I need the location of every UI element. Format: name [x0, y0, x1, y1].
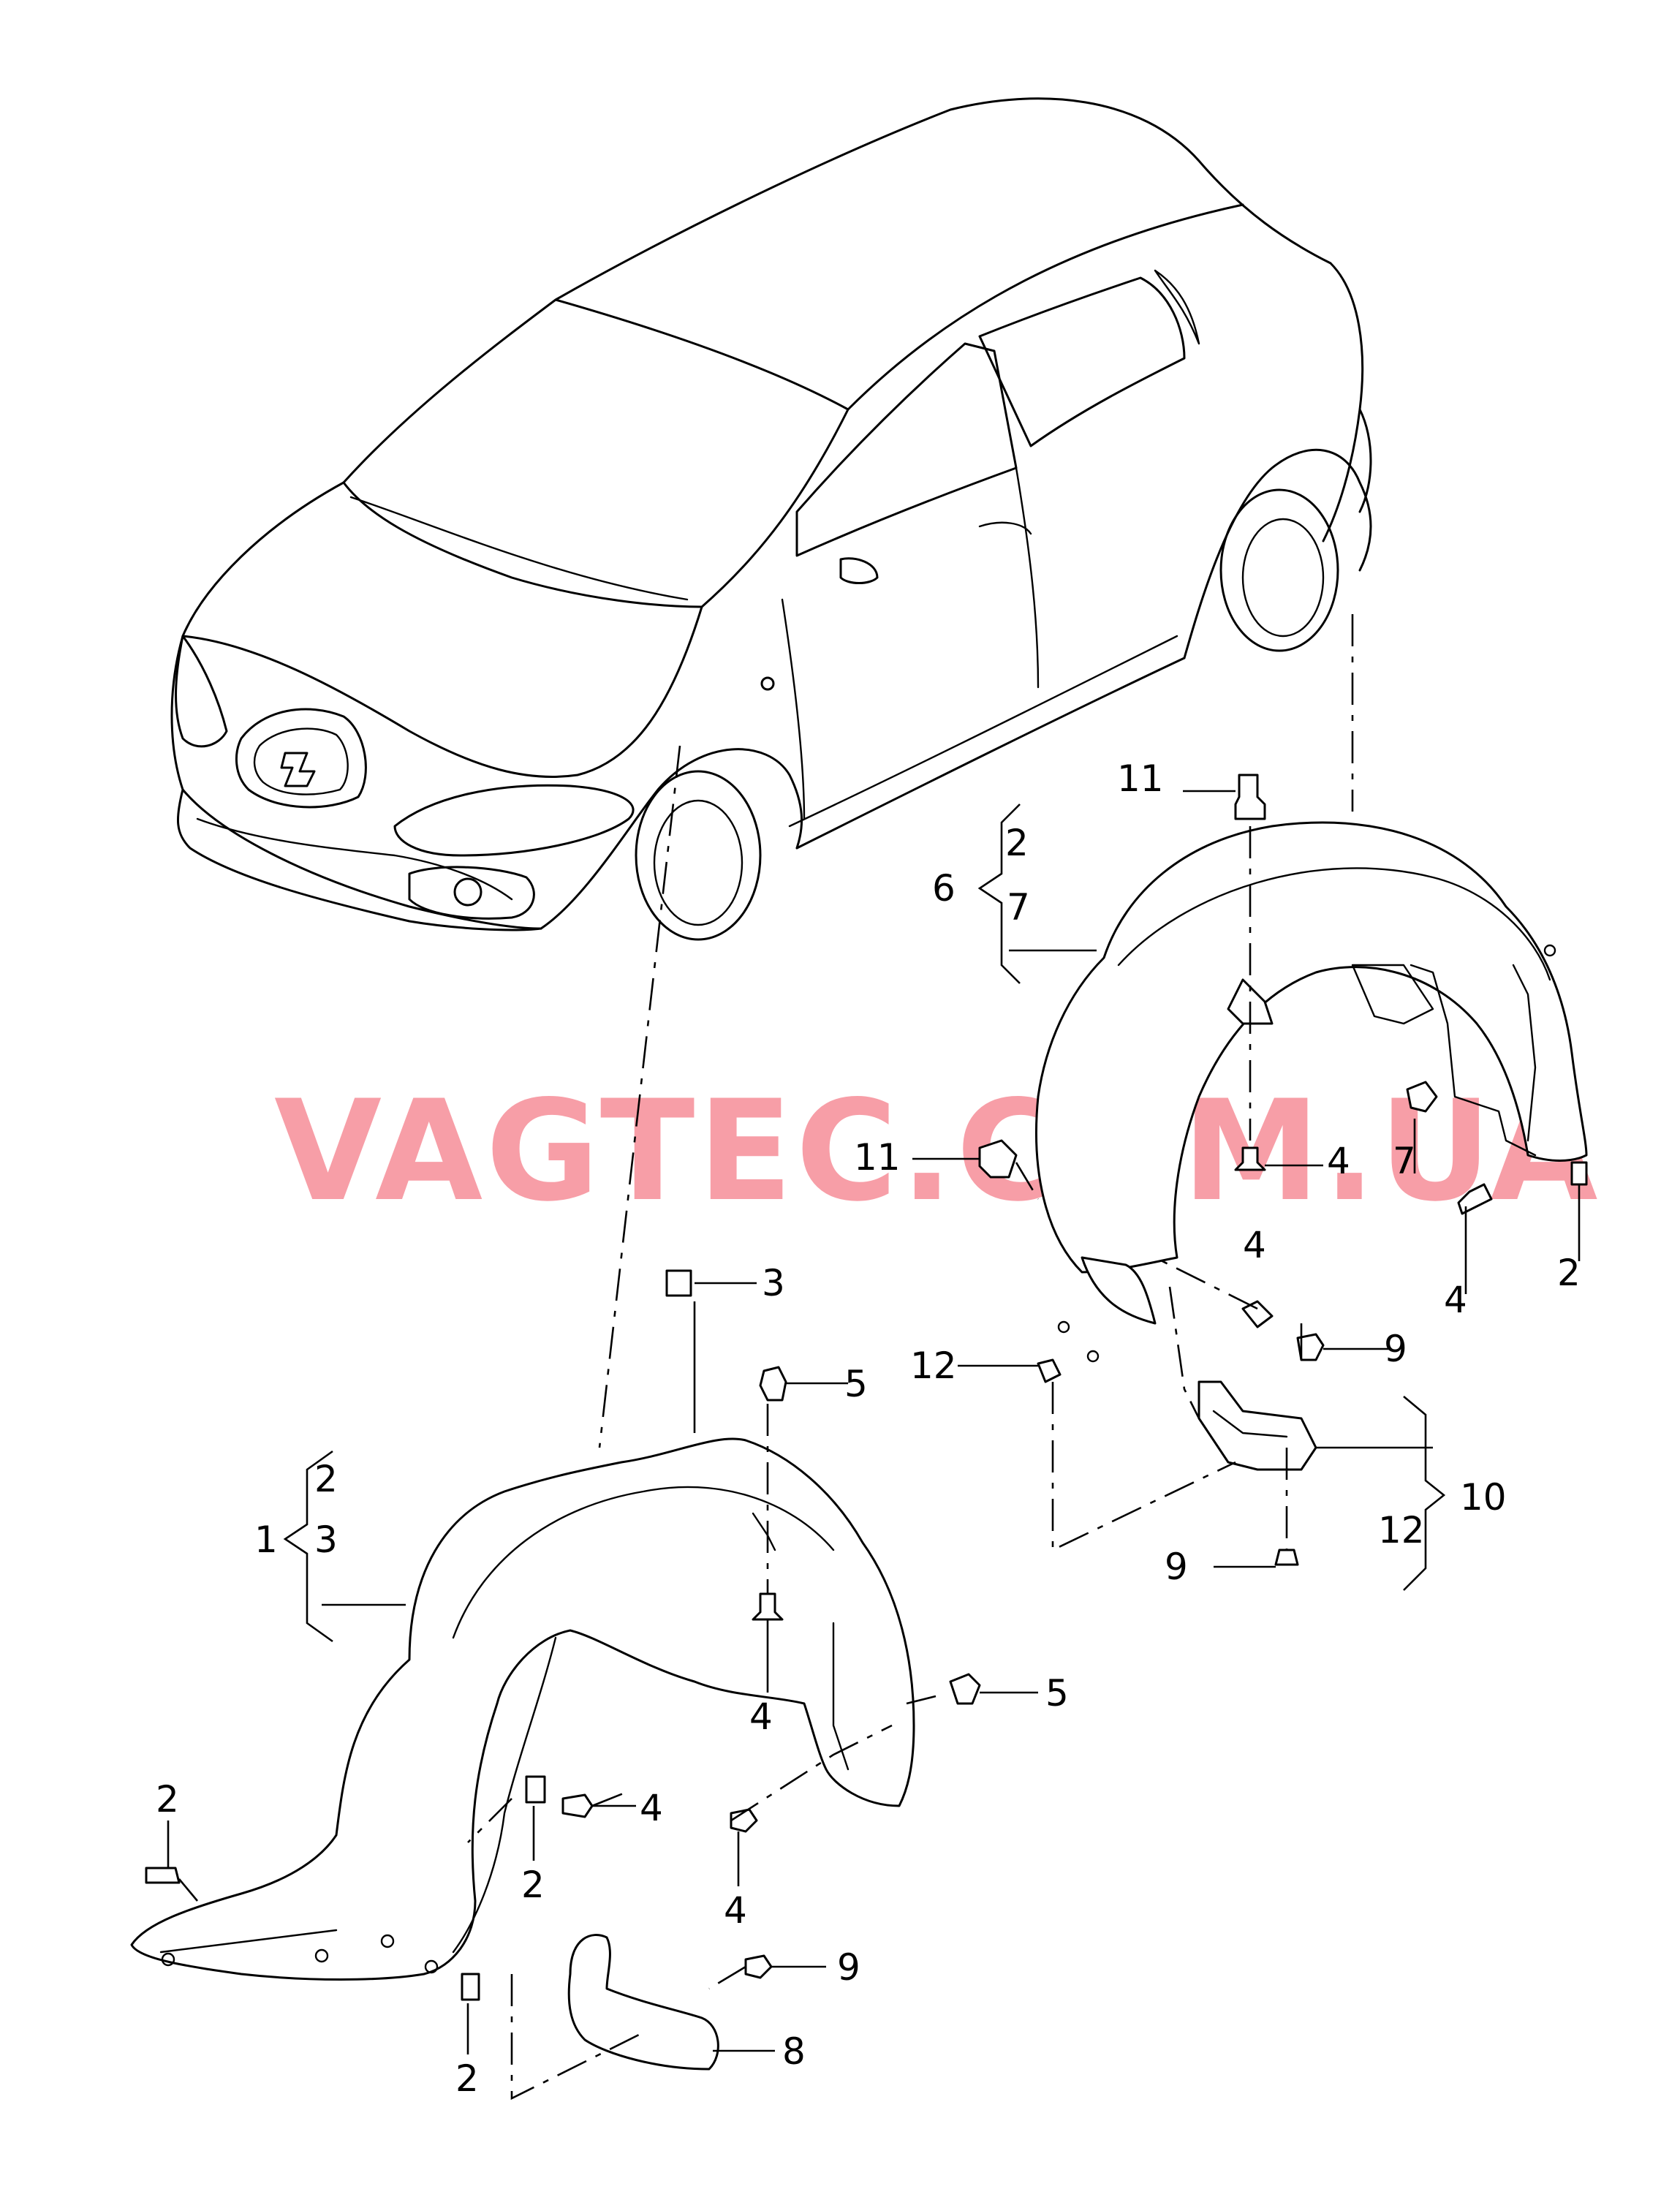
callout-4-front-left: 4 — [640, 1787, 663, 1829]
callout-10: 10 — [1460, 1476, 1507, 1519]
callout-4-right: 4 — [1444, 1279, 1467, 1321]
callout-5-front-right: 5 — [1045, 1672, 1069, 1714]
callout-2-top: 2 — [1005, 822, 1029, 864]
callout-2-front-bottom: 2 — [455, 2057, 479, 2100]
callout-1: 1 — [254, 1519, 278, 1561]
callout-7-top: 7 — [1007, 886, 1030, 929]
watermark-text: VAGTEC.COM.UA — [274, 1070, 1601, 1232]
callout-2-front-brace: 2 — [314, 1458, 338, 1500]
callout-3-top: 3 — [762, 1262, 785, 1304]
callout-9-rear-low: 9 — [1165, 1546, 1188, 1588]
callout-4-front-bottom: 4 — [724, 1889, 747, 1932]
callout-9-front: 9 — [837, 1946, 860, 1989]
callout-12-right: 12 — [1378, 1509, 1425, 1551]
callout-4-rear: 4 — [1243, 1224, 1266, 1266]
callout-2-front-left: 2 — [156, 1778, 179, 1821]
callout-2-front-clip: 2 — [521, 1864, 545, 1906]
front-wheel-housing-liner — [130, 745, 981, 2101]
callout-7-right: 7 — [1393, 1140, 1416, 1182]
callout-11-mid: 11 — [854, 1136, 901, 1179]
callout-labels: 11 2 6 7 11 4 7 4 2 4 9 12 10 12 9 3 5 2… — [156, 757, 1581, 2100]
callout-5-top: 5 — [844, 1363, 868, 1405]
callout-12-left: 12 — [910, 1345, 957, 1387]
callout-11-top: 11 — [1117, 757, 1164, 800]
car-illustration — [170, 97, 1372, 941]
callout-8: 8 — [782, 2030, 806, 2073]
callout-4-front-mid: 4 — [749, 1695, 773, 1738]
callout-4-mid: 4 — [1327, 1140, 1350, 1182]
callout-2-right: 2 — [1557, 1252, 1581, 1294]
callout-3-front-brace: 3 — [314, 1519, 338, 1561]
rear-wheel-housing-liner — [978, 614, 1588, 1566]
leader-lines — [167, 790, 1581, 2054]
callout-9-rear: 9 — [1384, 1328, 1407, 1370]
grouping-braces — [283, 804, 1446, 1643]
callout-6: 6 — [932, 867, 956, 910]
